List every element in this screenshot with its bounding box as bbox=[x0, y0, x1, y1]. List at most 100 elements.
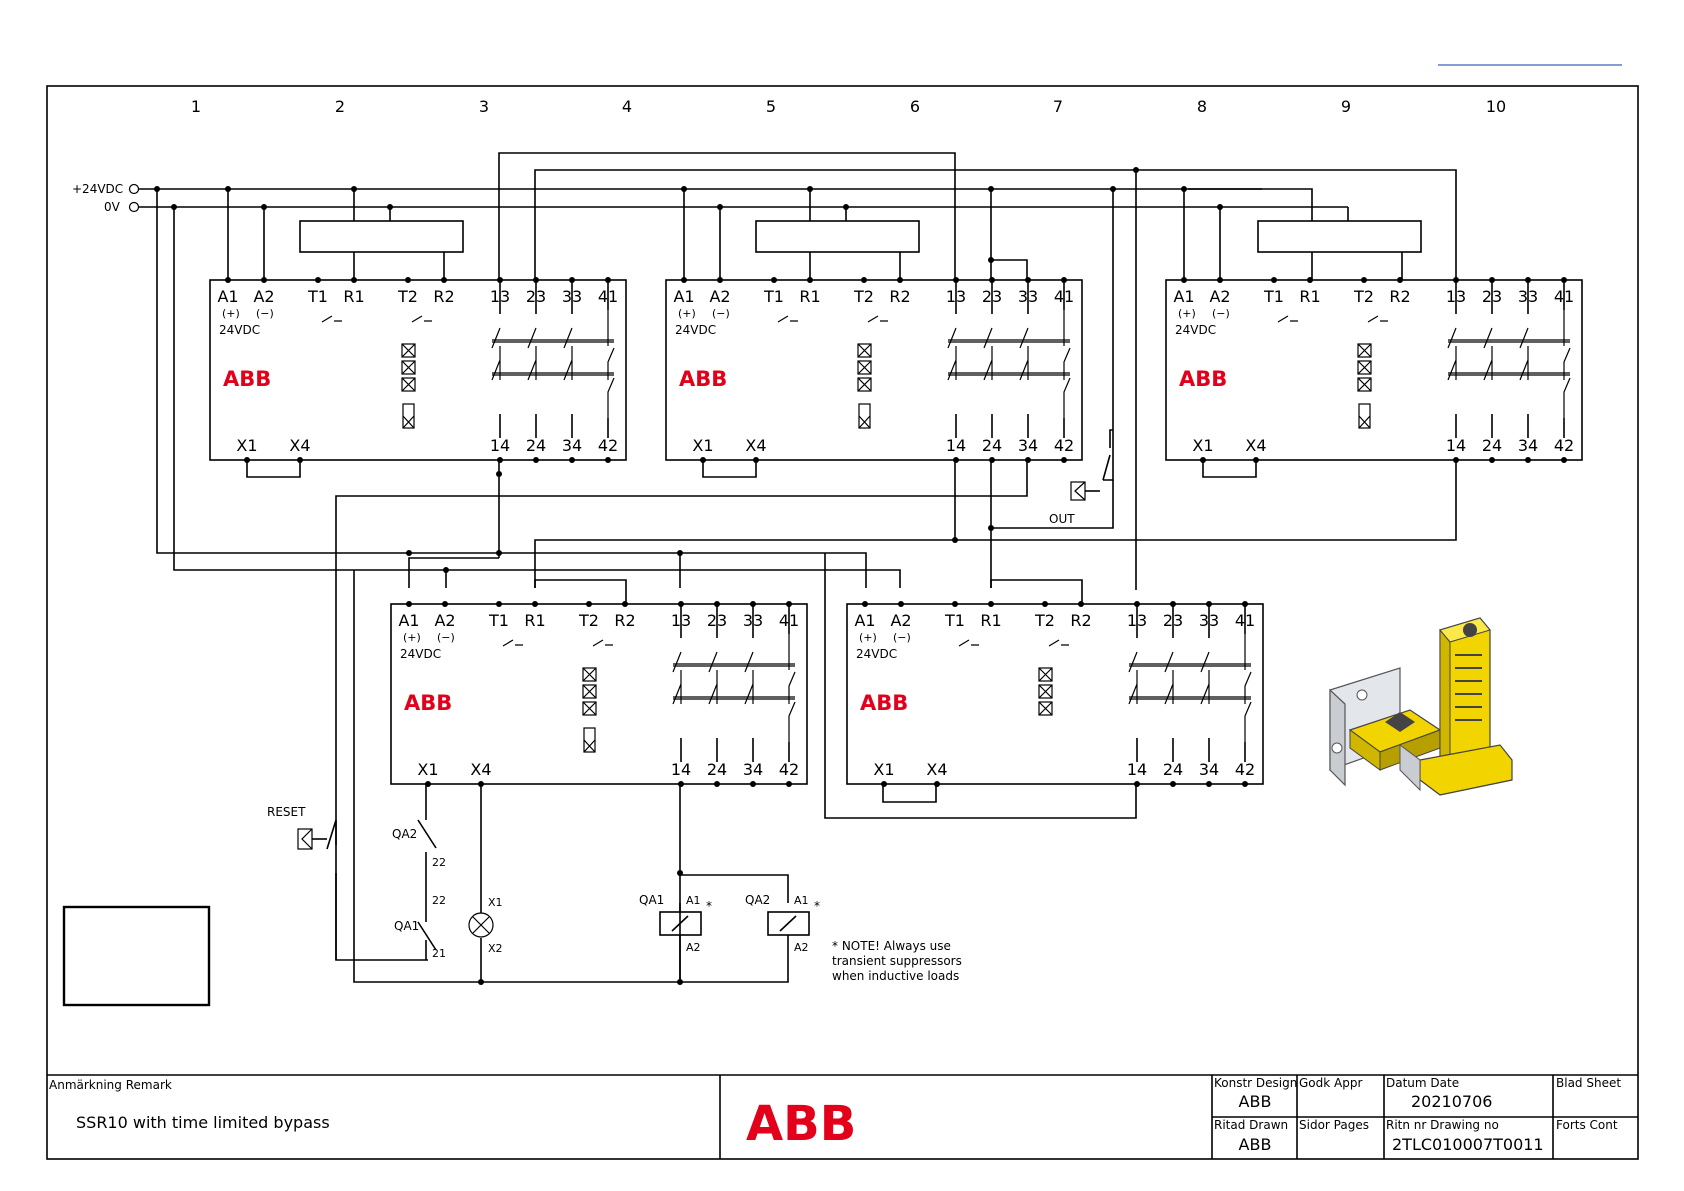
polarity-minus: (−) bbox=[893, 631, 911, 644]
column-1: 1 bbox=[191, 97, 201, 116]
terminal-a1: A1 bbox=[854, 611, 875, 630]
module-abb-logo: ABB bbox=[404, 691, 452, 715]
polarity-minus: (−) bbox=[256, 307, 274, 320]
terminal-t1: T1 bbox=[763, 287, 784, 306]
supply-zero-terminal bbox=[128, 201, 140, 213]
terminal-a2: A2 bbox=[253, 287, 274, 306]
terminal-t2: T2 bbox=[1034, 611, 1055, 630]
date-value: 20210706 bbox=[1411, 1092, 1492, 1111]
coil-qa2-a1: A1 bbox=[794, 894, 809, 907]
module-voltage: 24VDC bbox=[856, 647, 897, 661]
terminal-14: 14 bbox=[1446, 436, 1466, 455]
module-voltage: 24VDC bbox=[675, 323, 716, 337]
qa1-terminal-22: 22 bbox=[432, 894, 446, 907]
terminal-r1: R1 bbox=[343, 287, 364, 306]
interlock-contacts: QA2 22 22 QA1 21 X1 X2 bbox=[392, 819, 503, 960]
terminal-a1: A1 bbox=[673, 287, 694, 306]
terminal-a2: A2 bbox=[890, 611, 911, 630]
terminal-42: 42 bbox=[1054, 436, 1074, 455]
terminal-42: 42 bbox=[1235, 760, 1255, 779]
supply-rails: +24VDC 0V bbox=[72, 182, 1348, 214]
coils: QA1 A1 * A2 QA2 A1 * A2 bbox=[639, 893, 820, 954]
terminal-34: 34 bbox=[1199, 760, 1219, 779]
terminal-24: 24 bbox=[526, 436, 546, 455]
terminal-t2: T2 bbox=[397, 287, 418, 306]
terminal-24: 24 bbox=[707, 760, 727, 779]
terminal-t1: T1 bbox=[307, 287, 328, 306]
design-value: ABB bbox=[1239, 1092, 1272, 1111]
coil-qa1-a2: A2 bbox=[686, 941, 701, 954]
lamp-icon bbox=[468, 912, 494, 938]
terminal-a2: A2 bbox=[434, 611, 455, 630]
supply-zero-label: 0V bbox=[104, 200, 121, 214]
terminal-14: 14 bbox=[671, 760, 691, 779]
appr-label: Godk Appr bbox=[1299, 1076, 1362, 1090]
terminal-x4: X4 bbox=[470, 760, 491, 779]
terminal-r1: R1 bbox=[524, 611, 545, 630]
terminal-x4: X4 bbox=[926, 760, 947, 779]
sheet-label: Blad Sheet bbox=[1556, 1076, 1621, 1090]
module-voltage: 24VDC bbox=[219, 323, 260, 337]
terminal-x4: X4 bbox=[1245, 436, 1266, 455]
terminal-34: 34 bbox=[1518, 436, 1538, 455]
polarity-plus: (+) bbox=[222, 307, 240, 320]
terminal-t1: T1 bbox=[944, 611, 965, 630]
terminal-34: 34 bbox=[562, 436, 582, 455]
coil-qa1-a1: A1 bbox=[686, 894, 701, 907]
terminal-x1: X1 bbox=[417, 760, 438, 779]
out-switch: OUT bbox=[1049, 429, 1113, 526]
date-label: Datum Date bbox=[1386, 1076, 1459, 1090]
terminal-r2: R2 bbox=[889, 287, 910, 306]
terminal-34: 34 bbox=[1018, 436, 1038, 455]
column-10: 10 bbox=[1486, 97, 1506, 116]
pages-label: Sidor Pages bbox=[1299, 1118, 1369, 1132]
remark-value: SSR10 with time limited bypass bbox=[76, 1113, 330, 1132]
coil-qa2-a2: A2 bbox=[794, 941, 809, 954]
note: * NOTE! Always use transient suppressors… bbox=[832, 939, 962, 983]
terminal-14: 14 bbox=[490, 436, 510, 455]
qa2-contact-label: QA2 bbox=[392, 827, 417, 841]
coil-qa1-label: QA1 bbox=[639, 893, 664, 907]
coil-qa2 bbox=[767, 911, 810, 936]
polarity-minus: (−) bbox=[437, 631, 455, 644]
drawn-value: ABB bbox=[1239, 1135, 1272, 1154]
column-8: 8 bbox=[1197, 97, 1207, 116]
terminal-a1: A1 bbox=[217, 287, 238, 306]
note-line-2: transient suppressors bbox=[832, 954, 962, 968]
coil-qa1-star: * bbox=[706, 899, 712, 913]
terminal-24: 24 bbox=[982, 436, 1002, 455]
column-5: 5 bbox=[766, 97, 776, 116]
terminal-24: 24 bbox=[1482, 436, 1502, 455]
terminal-24: 24 bbox=[1163, 760, 1183, 779]
title-block: Anmärkning Remark SSR10 with time limite… bbox=[47, 1074, 1638, 1159]
remark-label: Anmärkning Remark bbox=[49, 1078, 172, 1092]
module-voltage: 24VDC bbox=[1175, 323, 1216, 337]
terminal-x1: X1 bbox=[1192, 436, 1213, 455]
terminal-a2: A2 bbox=[1209, 287, 1230, 306]
terminal-a1: A1 bbox=[398, 611, 419, 630]
supply-plus-terminal bbox=[128, 183, 140, 195]
coil-qa1 bbox=[659, 911, 702, 936]
polarity-minus: (−) bbox=[1212, 307, 1230, 320]
supply-plus-label: +24VDC bbox=[72, 182, 123, 196]
coil-qa2-star: * bbox=[814, 899, 820, 913]
design-label: Konstr Design bbox=[1214, 1076, 1297, 1090]
reset-label: RESET bbox=[267, 805, 306, 819]
lamp-terminal-x1: X1 bbox=[488, 896, 503, 909]
polarity-plus: (+) bbox=[1178, 307, 1196, 320]
terminal-t2: T2 bbox=[853, 287, 874, 306]
column-6: 6 bbox=[910, 97, 920, 116]
terminal-r1: R1 bbox=[1299, 287, 1320, 306]
module-abb-logo: ABB bbox=[860, 691, 908, 715]
terminal-t2: T2 bbox=[1353, 287, 1374, 306]
column-2: 2 bbox=[335, 97, 345, 116]
drawing-no-label: Ritn nr Drawing no bbox=[1386, 1118, 1499, 1132]
wiring bbox=[156, 152, 1457, 983]
terminal-42: 42 bbox=[1554, 436, 1574, 455]
